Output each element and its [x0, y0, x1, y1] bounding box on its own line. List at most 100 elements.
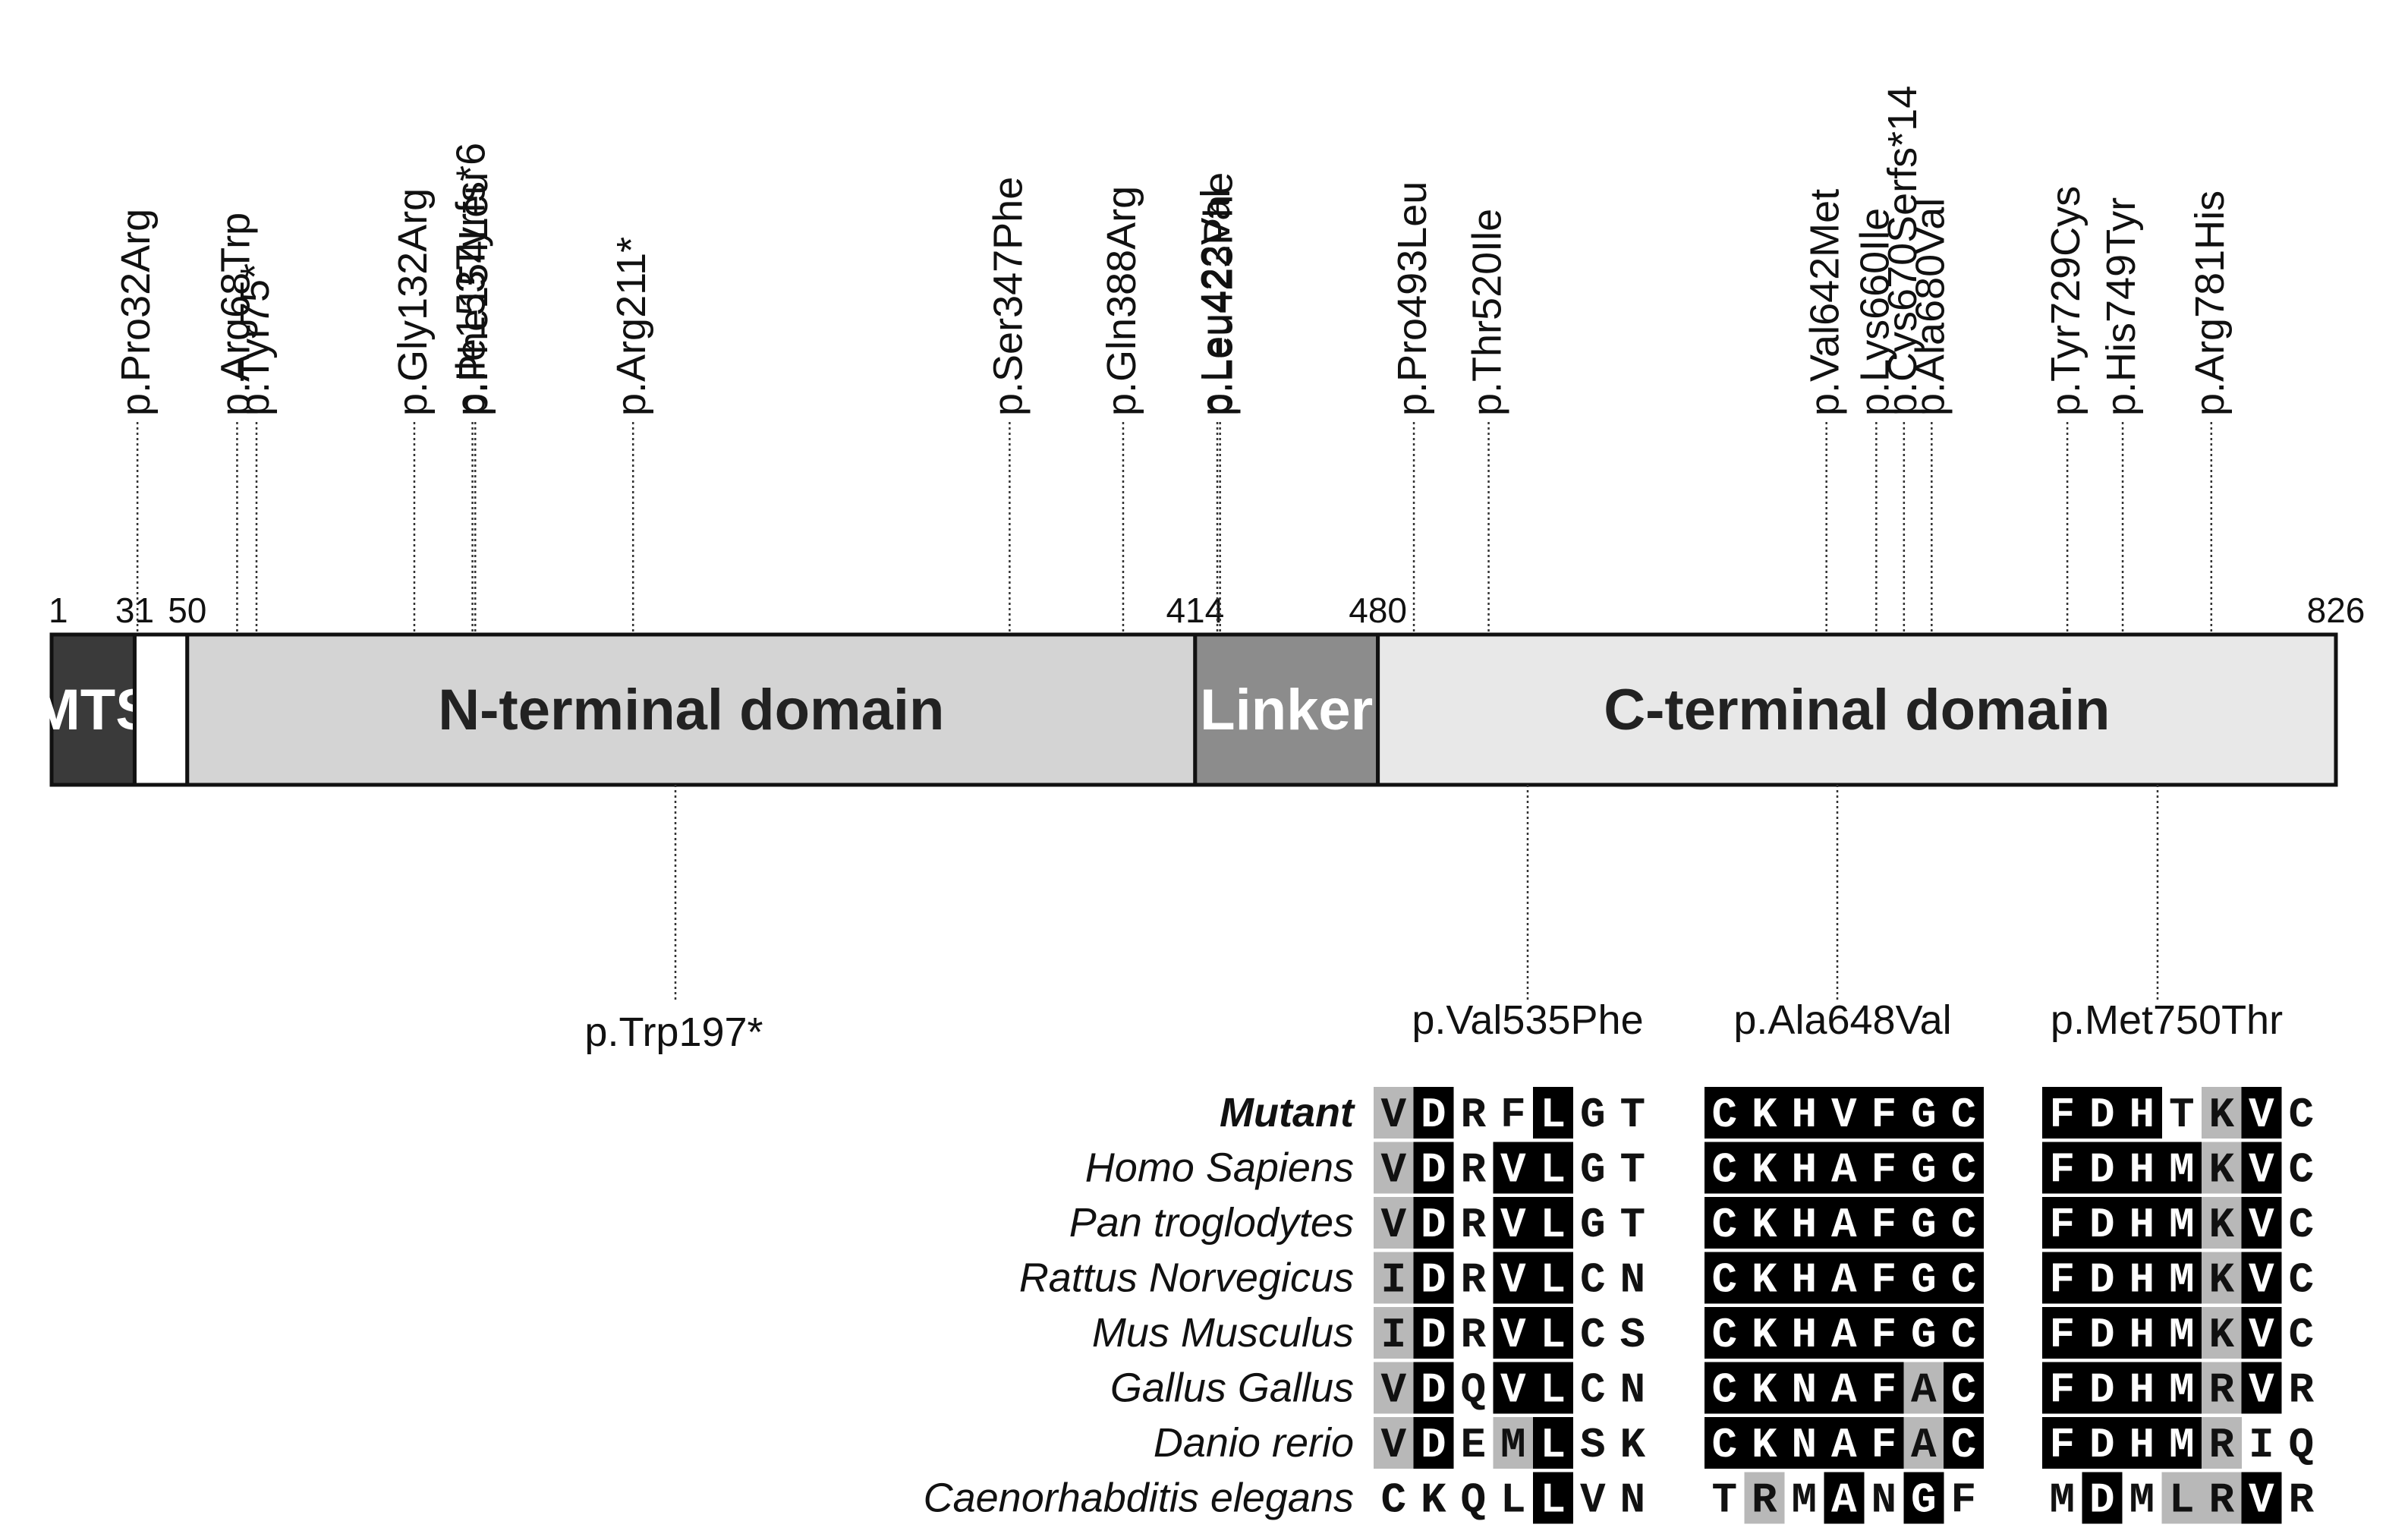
species-label: Gallus Gallus: [1110, 1365, 1354, 1411]
residue-cell: [1944, 1087, 1984, 1139]
residue-letter: L: [1500, 1476, 1526, 1525]
residue-cell: [2161, 1417, 2202, 1469]
residue-letter: C: [2288, 1091, 2314, 1139]
residue-letter: K: [1421, 1476, 1446, 1525]
residue-letter: G: [1911, 1256, 1937, 1305]
residue-letter: L: [1540, 1311, 1566, 1359]
residue-cell: [1903, 1087, 1944, 1139]
residue-letter: R: [2208, 1476, 2234, 1525]
mutation-label: p.Thr520Ile: [1465, 209, 1510, 416]
residue-letter: K: [1619, 1421, 1645, 1469]
residue-cell: [2122, 1087, 2162, 1139]
residue-letter: A: [1911, 1421, 1937, 1469]
mutation-label: p.Tyr75*: [232, 263, 278, 416]
mutation-label: p.Ala648Val: [1733, 997, 1951, 1043]
residue-letter: C: [1950, 1146, 1976, 1195]
residue-cell: [2161, 1362, 2202, 1414]
mutation-label: p.Ser347Phe: [985, 177, 1031, 416]
residue-cell: [2122, 1307, 2162, 1359]
residue-letter: A: [1831, 1366, 1857, 1415]
residue-letter: N: [1619, 1256, 1645, 1305]
residue-cell: [1784, 1197, 1824, 1249]
residue-cell: [2082, 1087, 2123, 1139]
residue-letter: D: [2089, 1311, 2115, 1359]
residue-letter: C: [1711, 1256, 1737, 1305]
residue-letter: F: [1871, 1366, 1896, 1415]
residue-letter: A: [1831, 1476, 1857, 1525]
residue-letter: K: [2208, 1256, 2234, 1305]
residue-cell: [1704, 1362, 1745, 1414]
residue-cell: [2042, 1252, 2082, 1304]
residue-letter: E: [1460, 1421, 1486, 1469]
mutation-label: p.Ala680Val: [1907, 198, 1953, 416]
residue-letter: N: [1619, 1366, 1645, 1415]
residue-letter: C: [1950, 1421, 1976, 1469]
residue-letter: T: [1619, 1091, 1645, 1139]
residue-cell: [2082, 1252, 2123, 1304]
residue-cell: [2202, 1472, 2242, 1524]
residue-cell: [1533, 1417, 1573, 1469]
residue-letter: C: [2288, 1146, 2314, 1195]
mutation-label: p.Leu423Phe: [1196, 172, 1242, 416]
residue-letter: G: [1580, 1146, 1606, 1195]
species-label: Homo Sapiens: [1085, 1145, 1354, 1191]
residue-cell: [1704, 1307, 1745, 1359]
residue-letter: L: [1540, 1256, 1566, 1305]
mutation-label: p.Pro32Arg: [113, 209, 159, 416]
residue-cell: [2161, 1142, 2202, 1194]
residue-letter: Q: [1460, 1366, 1486, 1415]
mutation-label: p.Tyr729Cys: [2043, 186, 2089, 416]
domain-label-cterm: C-terminal domain: [1604, 678, 2110, 742]
residue-cell: [2122, 1417, 2162, 1469]
domain-linker: [1193, 632, 1380, 787]
residue-letter: R: [1460, 1256, 1486, 1305]
mutation-label: p.Leu422Val: [1193, 189, 1239, 416]
residue-letter: F: [1871, 1421, 1896, 1469]
residue-letter: D: [1421, 1146, 1446, 1195]
residue-cell: [1944, 1252, 1984, 1304]
residue-letter: R: [1460, 1146, 1486, 1195]
mutation-label: p.Arg781His: [2187, 191, 2233, 416]
residue-cell: [1824, 1417, 1865, 1469]
residue-letter: V: [1500, 1256, 1526, 1305]
residue-letter: M: [2169, 1421, 2195, 1469]
residue-cell: [1533, 1472, 1573, 1524]
residue-letter: F: [1871, 1146, 1896, 1195]
residue-cell: [2241, 1307, 2282, 1359]
residue-letter: T: [1619, 1201, 1645, 1249]
residue-letter: V: [1380, 1201, 1406, 1249]
residue-cell: [1824, 1472, 1865, 1524]
mutation-label: p.Val535Phe: [1412, 997, 1643, 1043]
residue-cell: [1744, 1142, 1785, 1194]
residue-letter: C: [1580, 1311, 1606, 1359]
residue-letter: G: [1911, 1201, 1937, 1249]
residue-cell: [2042, 1307, 2082, 1359]
residue-cell: [1413, 1417, 1454, 1469]
mutation-label: p.Phe154Leu: [451, 172, 496, 416]
residue-letter: M: [2169, 1366, 2195, 1415]
residue-cell: [2161, 1472, 2202, 1524]
residue-letter: V: [2249, 1256, 2274, 1305]
species-label: Rattus Norvegicus: [1019, 1255, 1354, 1301]
residue-letter: N: [1619, 1476, 1645, 1525]
residue-cell: [1864, 1142, 1904, 1194]
residue-letter: V: [1831, 1091, 1857, 1139]
residue-cell: [1903, 1197, 1944, 1249]
residue-letter: C: [1380, 1476, 1406, 1525]
residue-letter: D: [2089, 1421, 2115, 1469]
residue-letter: M: [1791, 1476, 1817, 1525]
residue-letter: I: [1380, 1256, 1406, 1305]
residue-cell: [1824, 1142, 1865, 1194]
residue-cell: [1374, 1142, 1414, 1194]
residue-cell: [1824, 1252, 1865, 1304]
residue-letter: F: [2049, 1256, 2075, 1305]
residue-letter: C: [1711, 1091, 1737, 1139]
residue-letter: G: [1911, 1146, 1937, 1195]
residue-letter: R: [1460, 1311, 1486, 1359]
residue-letter: H: [1791, 1256, 1817, 1305]
residue-letter: M: [2049, 1476, 2075, 1525]
residue-letter: C: [2288, 1256, 2314, 1305]
